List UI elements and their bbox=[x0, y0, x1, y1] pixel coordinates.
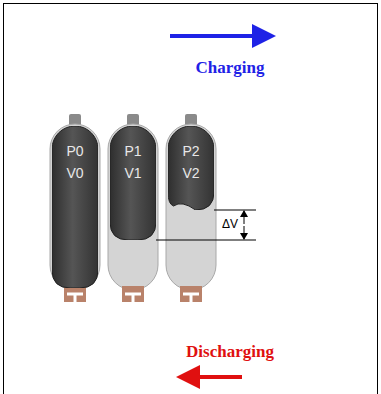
frame bbox=[4, 4, 378, 394]
accumulator-shells bbox=[50, 114, 216, 302]
pressure-volume-label: P0 V0 bbox=[66, 140, 83, 184]
discharging-arrow bbox=[196, 375, 242, 379]
delta-v-label: ΔV bbox=[206, 217, 238, 231]
charging-label: Charging bbox=[150, 58, 310, 78]
pressure-volume-label: P2 V2 bbox=[182, 140, 199, 184]
pressure-volume-label: P1 V1 bbox=[124, 140, 141, 184]
charging-arrow bbox=[170, 34, 256, 38]
bladder: P0 V0 bbox=[52, 126, 98, 288]
bladder: P1 V1 bbox=[110, 126, 156, 240]
delta-v-dimension bbox=[156, 210, 256, 240]
discharging-label: Discharging bbox=[150, 342, 310, 362]
bladder: P2 V2 bbox=[168, 126, 214, 210]
